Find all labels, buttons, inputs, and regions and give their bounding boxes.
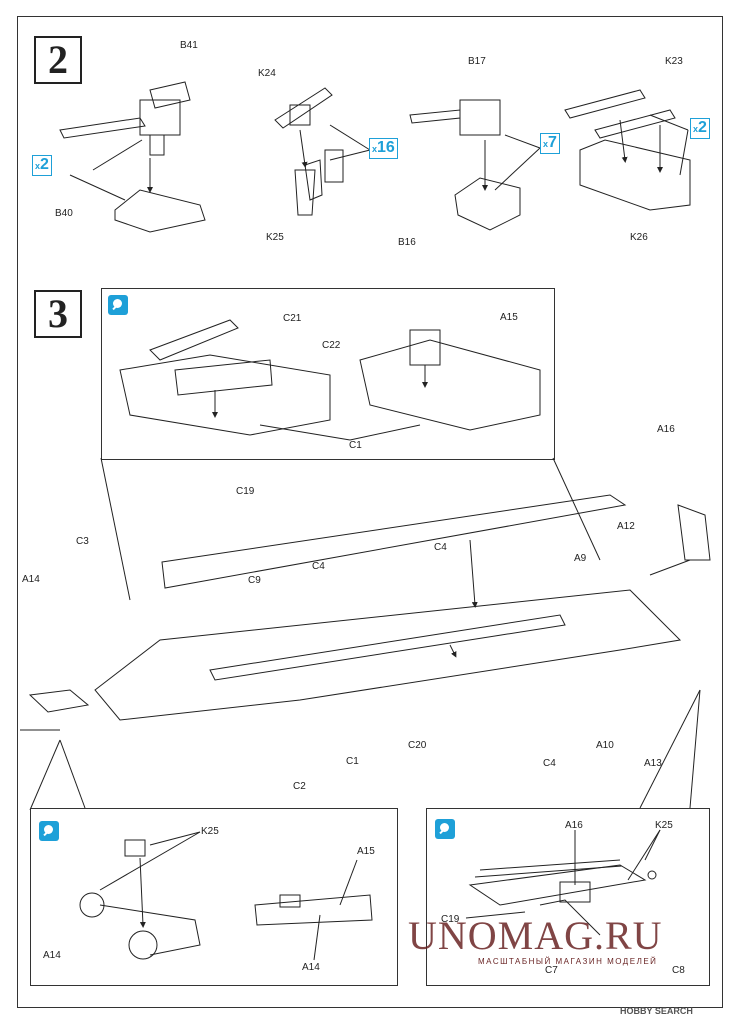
label-c2: C2: [293, 781, 306, 792]
label-a16: A16: [657, 424, 675, 435]
inset-bottom-left-detail: [30, 808, 398, 986]
label-b16: B16: [398, 237, 416, 248]
label-a15-inset: A15: [500, 312, 518, 323]
label-b40: B40: [55, 208, 73, 219]
watermark-brand: UNOMAG.RU: [408, 913, 663, 958]
label-c22: C22: [322, 340, 341, 351]
label-k26: K26: [630, 232, 648, 243]
c22-part: [174, 359, 273, 396]
paint-icon: [435, 819, 455, 839]
label-k25-br: K25: [655, 820, 673, 831]
label-c19: C19: [236, 486, 255, 497]
c20-part: [209, 614, 566, 681]
label-c1-inset: C1: [349, 440, 362, 451]
label-c3: C3: [76, 536, 89, 547]
label-c19-br: C19: [441, 914, 460, 925]
page-frame: [17, 16, 723, 1008]
label-a9: A9: [574, 553, 587, 564]
label-b41: B41: [180, 40, 198, 51]
label-a12: A12: [617, 521, 635, 532]
multiplier-x2-k23: x2: [690, 118, 710, 139]
inset-bottom-right-detail: [426, 808, 710, 986]
label-a15-bl: A15: [357, 846, 375, 857]
b40-base-part: [114, 189, 206, 233]
paint-icon: [108, 295, 128, 315]
k23-gun-part: [564, 89, 646, 119]
label-k24: K24: [258, 68, 276, 79]
label-c4-left: C4: [312, 561, 325, 572]
multiplier-x7-b17: x7: [540, 133, 560, 154]
step-2-number: 2: [34, 36, 82, 84]
c19-part: [161, 494, 627, 589]
source-credit: HOBBY SEARCH: [620, 1006, 693, 1016]
label-c21: C21: [283, 313, 302, 324]
multiplier-x16-k24: x16: [369, 138, 398, 159]
c21-part: [149, 319, 239, 361]
watermark-tagline: МАСШТАБНЫЙ МАГАЗИН МОДЕЛЕЙ: [478, 957, 658, 966]
label-k23: K23: [665, 56, 683, 67]
label-a14-main: A14: [22, 574, 40, 585]
label-a14-bl-right: A14: [302, 962, 320, 973]
inset-top-deck-detail: [101, 288, 555, 460]
label-c1-main: C1: [346, 756, 359, 767]
b16-mount-part: [454, 177, 521, 231]
label-k25: K25: [266, 232, 284, 243]
b41-gun-part: [59, 117, 146, 139]
k26-mount-part: [579, 139, 691, 211]
k24-gun-part: [274, 87, 333, 129]
k25-mount-part: [294, 169, 316, 216]
label-a13: A13: [644, 758, 662, 769]
label-a16-br: A16: [565, 820, 583, 831]
paint-icon: [39, 821, 59, 841]
c1-deck-part-left: [119, 354, 331, 436]
label-c4-top: C4: [434, 542, 447, 553]
label-a10: A10: [596, 740, 614, 751]
label-c4-bottom: C4: [543, 758, 556, 769]
a16-part: [677, 504, 711, 561]
c1-deck-part-right: [359, 339, 541, 431]
step-3-number: 3: [34, 290, 82, 338]
label-b17: B17: [468, 56, 486, 67]
label-c8: C8: [672, 965, 685, 976]
label-c9: C9: [248, 575, 261, 586]
c1-hull-part: [94, 589, 682, 721]
multiplier-x2-b40: x2: [32, 155, 52, 176]
label-k25-bl: K25: [201, 826, 219, 837]
label-c20: C20: [408, 740, 427, 751]
label-a14-bl-left: A14: [43, 950, 61, 961]
label-c7: C7: [545, 965, 558, 976]
a14-part: [28, 689, 90, 713]
